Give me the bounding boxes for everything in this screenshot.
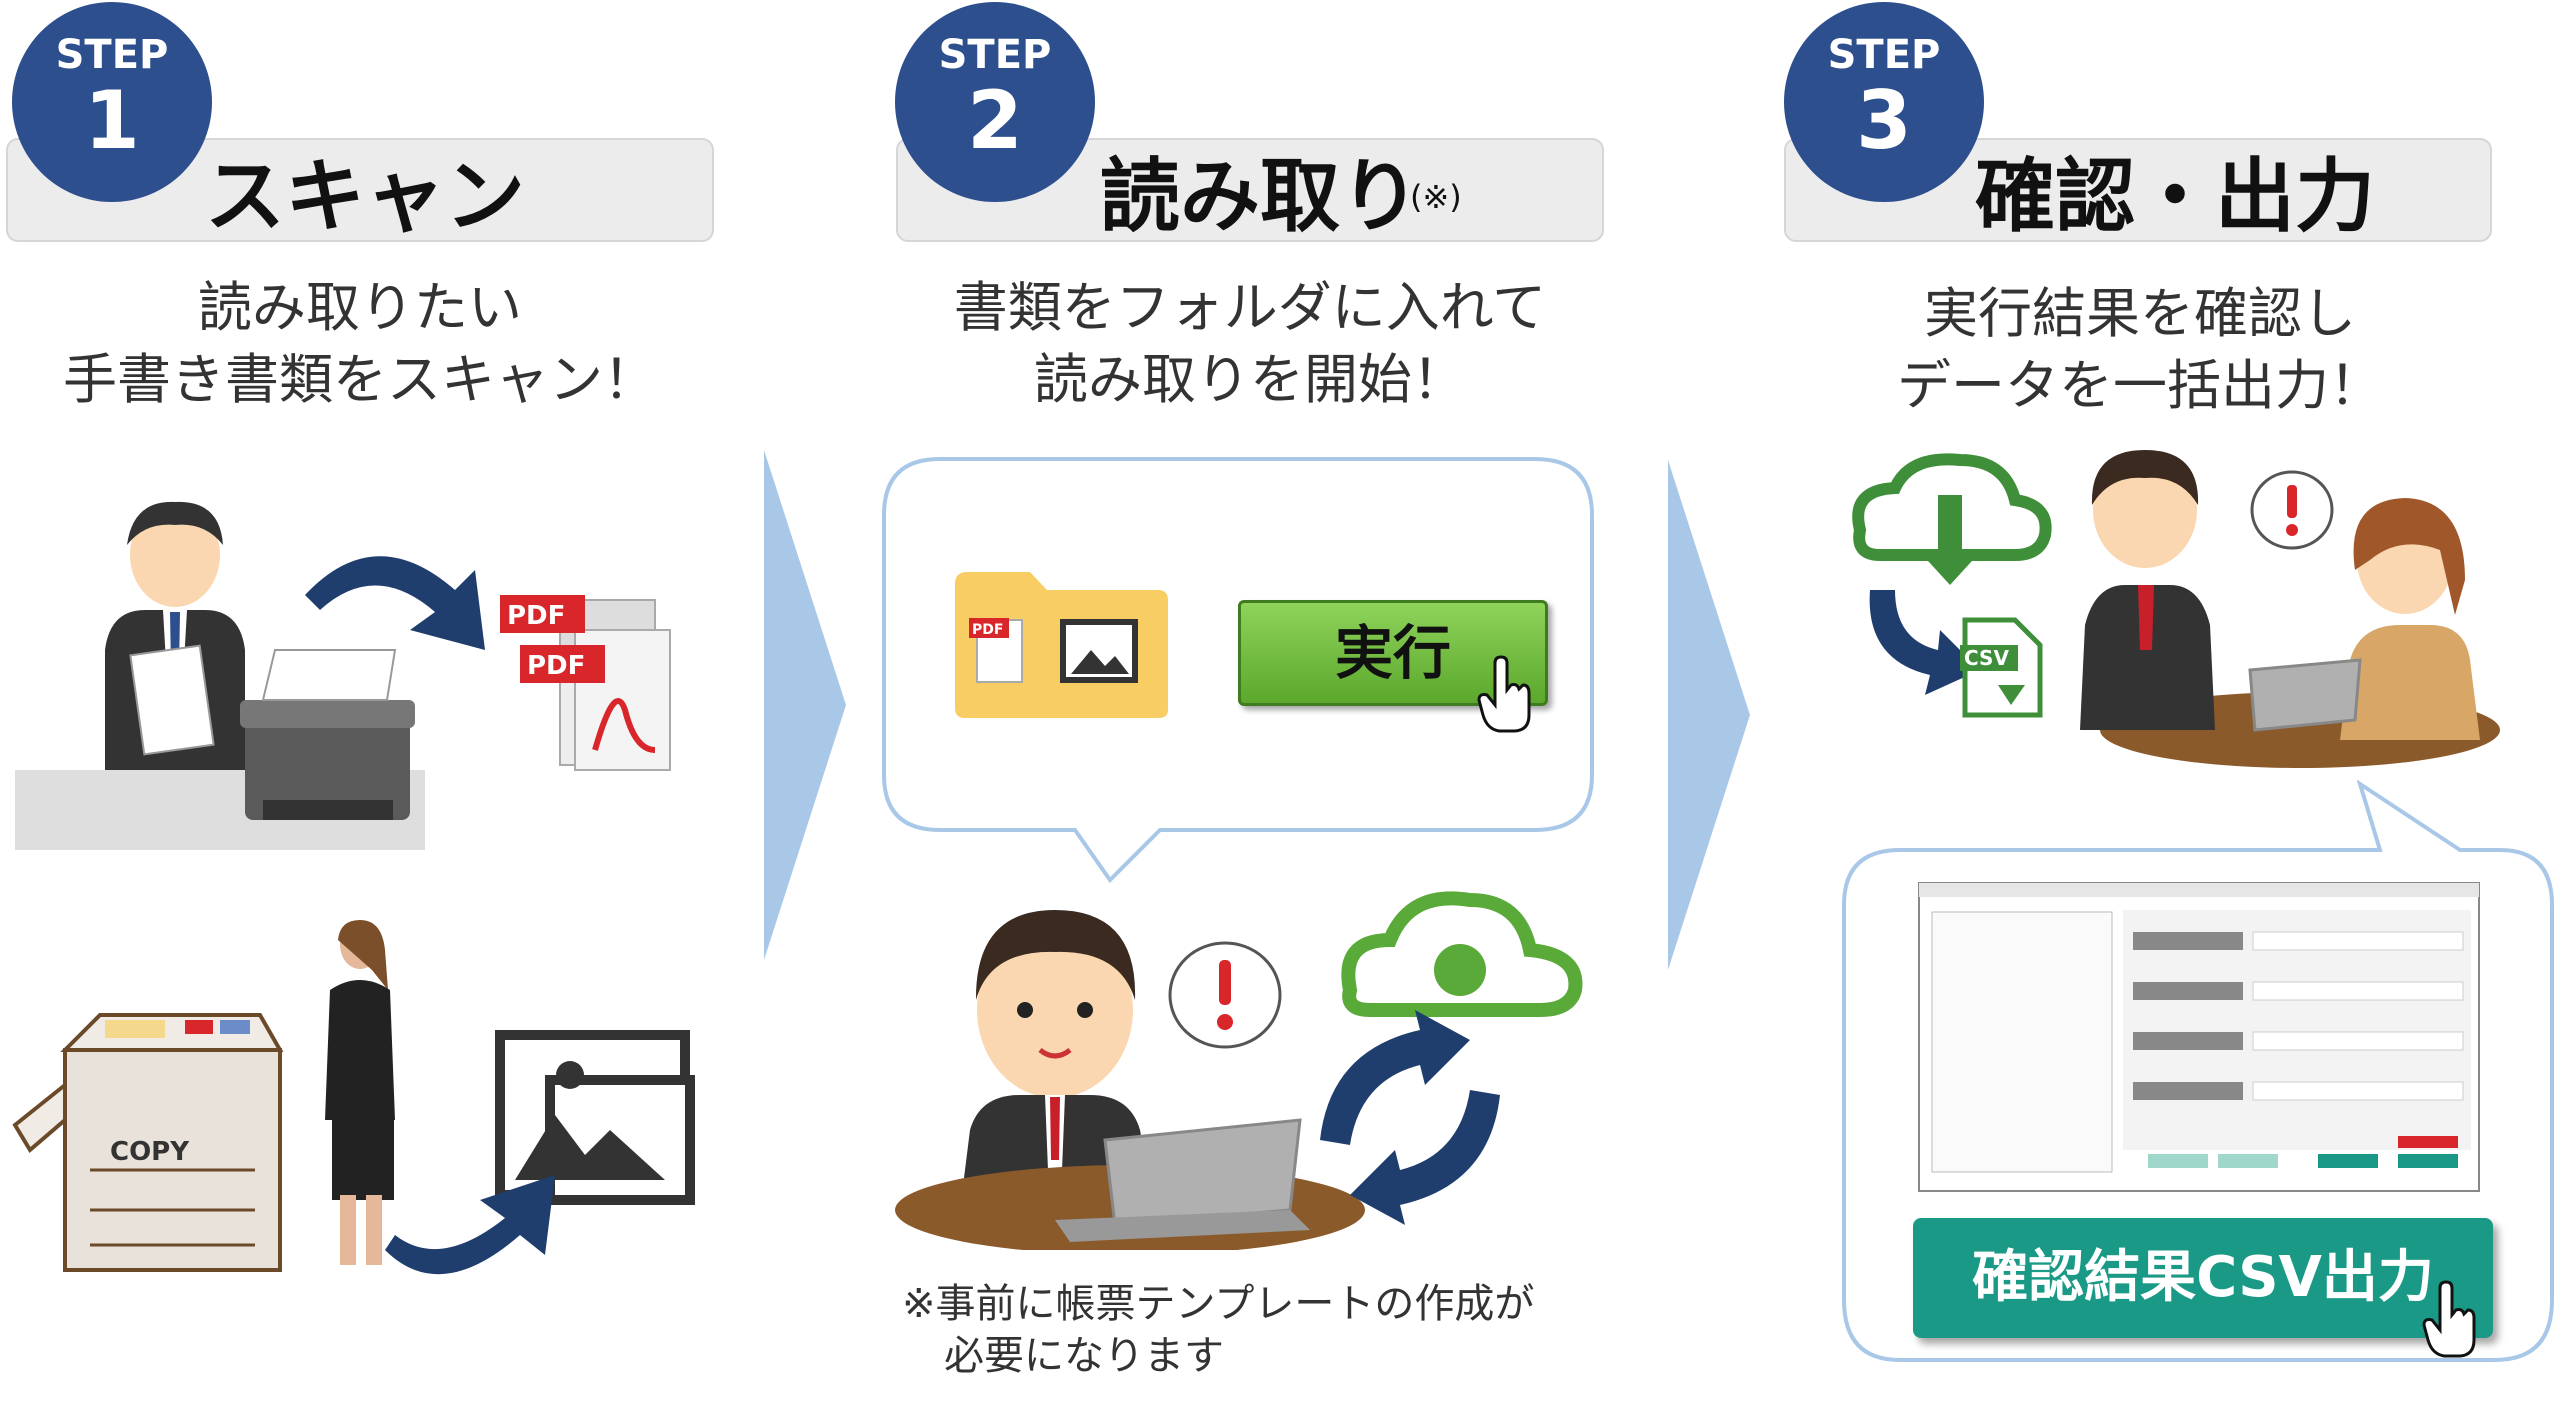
step1-description-line2: 手書き書類をスキャン！: [63, 348, 657, 411]
flow-arrow-2: [1668, 460, 1750, 970]
csv-label: CSV: [1964, 646, 2009, 670]
folder-icon: PDF: [955, 572, 1168, 718]
step1-badge-number: 1: [84, 74, 140, 167]
curved-arrow-icon: [1869, 590, 1980, 695]
hand-cursor-icon: [2422, 1280, 2476, 1358]
confirm-csv-output-button[interactable]: 確認結果CSV出力: [1913, 1218, 2493, 1338]
curved-arrow-icon: [385, 1175, 555, 1275]
step2-description: 書類をフォルダに入れて 読み取りを開始！: [890, 272, 1610, 416]
step3-description: 実行結果を確認し データを一括出力！: [1780, 278, 2500, 422]
businesswoman-icon: [2340, 498, 2480, 740]
step3-badge-number: 3: [1856, 74, 1912, 167]
csv-file-icon: [1960, 617, 2043, 718]
pdf-label-2: PDF: [527, 651, 585, 681]
pdf-documents-icon: [500, 595, 671, 771]
cloud-download-icon: [1852, 453, 2052, 585]
laptop-icon: [2248, 658, 2362, 732]
result-screenshot: [1918, 882, 2480, 1192]
template-note: ※事前に帳票テンプレートの作成が 必要になります: [902, 1278, 1534, 1382]
step2-description-line1: 書類をフォルダに入れて: [953, 276, 1547, 339]
alert-bubble-icon: [1168, 941, 1282, 1049]
step2-description-line2: 読み取りを開始！: [1034, 348, 1466, 411]
step1-title: スキャン: [205, 150, 525, 243]
businesswoman-icon: [325, 920, 395, 1265]
alert-bubble-icon: [2250, 470, 2334, 550]
scanner-printer-icon: [240, 649, 415, 820]
hand-cursor-icon: [1477, 655, 1531, 733]
step3-meeting-scene: CSV: [1852, 450, 2500, 768]
flow-arrow-1: [764, 450, 846, 960]
cloud-sync-icon: [1341, 891, 1583, 1017]
step2-badge-number: 2: [967, 74, 1023, 167]
step1-scan-scene: PDF PDF: [15, 501, 671, 850]
step3-title: 確認・出力: [1975, 150, 2375, 243]
template-note-line1: ※事前に帳票テンプレートの作成が: [902, 1281, 1535, 1327]
step3-badge: STEP 3: [1784, 2, 1984, 202]
step1-copy-scene: COPY: [12, 920, 695, 1275]
step2-badge-label: STEP: [938, 32, 1052, 78]
step1-description: 読み取りたい 手書き書類をスキャン！: [0, 272, 720, 416]
step2-badge: STEP 2: [895, 2, 1095, 202]
image-files-icon: [495, 1030, 695, 1205]
step2-title-note: (※): [1410, 178, 1462, 216]
copier-icon: [12, 1013, 284, 1272]
pdf-label-1: PDF: [507, 601, 565, 631]
step1-description-line1: 読み取りたい: [198, 276, 522, 339]
step3-description-line2: データを一括出力！: [1897, 354, 2383, 417]
step3-badge-label: STEP: [1827, 32, 1941, 78]
businessman-icon: [2080, 450, 2215, 730]
folder-pdf-label: PDF: [972, 622, 1003, 638]
step1-badge-label: STEP: [55, 32, 169, 78]
curved-arrow-icon: [305, 556, 485, 650]
laptop-icon: [1055, 1118, 1310, 1242]
paper-sheet: [129, 644, 215, 756]
template-note-line2: 必要になります: [944, 1333, 1224, 1379]
sync-arrows-icon: [1320, 1010, 1500, 1225]
step2-title: 読み取り: [1100, 150, 1420, 243]
step1-badge: STEP 1: [12, 2, 212, 202]
copier-label: COPY: [110, 1137, 190, 1167]
step3-description-line1: 実行結果を確認し: [1924, 282, 2356, 345]
step2-worker-scene: [895, 891, 1583, 1250]
